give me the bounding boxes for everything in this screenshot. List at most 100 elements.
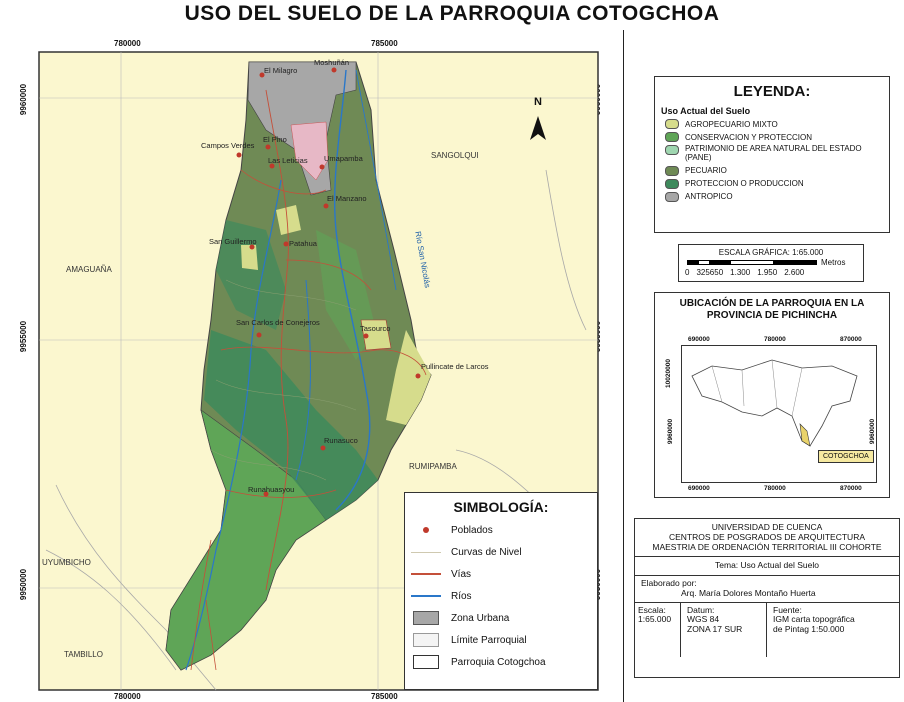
inset-y-tick-10020000: 10020000 bbox=[664, 359, 672, 388]
road bbox=[285, 259, 372, 291]
road bbox=[205, 599, 217, 671]
cotogchoa-location bbox=[799, 423, 811, 447]
x-tick-785000-bottom: 785000 bbox=[371, 692, 398, 701]
simbologia-item-parroquia: Parroquia Cotogchoa bbox=[405, 651, 597, 673]
simbologia-item-limite: Límite Parroquial bbox=[405, 629, 597, 651]
label-el-pino: El Pino bbox=[263, 135, 287, 144]
map-area: 780000 785000 780000 785000 9960000 9955… bbox=[19, 30, 622, 702]
inset-x-tick-780000: 780000 bbox=[764, 336, 786, 343]
protection-zone bbox=[204, 330, 378, 520]
poblado-campos-verdes bbox=[236, 152, 242, 158]
simbologia-title: SIMBOLOGÍA: bbox=[453, 499, 549, 515]
leyenda-item-conservacion: CONSERVACION Y PROTECCION bbox=[665, 132, 889, 142]
poblado-san-carlos bbox=[256, 332, 262, 338]
escala-cell: Escala: 1:65.000 bbox=[635, 602, 681, 657]
tema-row: Tema: Uso Actual del Suelo bbox=[635, 557, 899, 577]
label-tasourco: Tasourco bbox=[360, 324, 391, 333]
institution-block: UNIVERSIDAD DE CUENCA CENTROS DE POSGRAD… bbox=[635, 519, 899, 558]
region-rumipamba: RUMIPAMBA bbox=[409, 462, 457, 471]
road bbox=[220, 346, 427, 376]
inset-x-tick-780000-bottom: 780000 bbox=[764, 485, 786, 492]
poblado-el-manzano bbox=[323, 203, 329, 209]
region-sangolqui: SANGOLQUI bbox=[431, 151, 479, 160]
urban-zone bbox=[290, 121, 329, 181]
x-tick-785000: 785000 bbox=[371, 39, 398, 48]
road bbox=[190, 539, 212, 671]
leyenda-panel: LEYENDA: Uso Actual del Suelo AGROPECUAR… bbox=[654, 76, 890, 233]
inset-x-tick-870000: 870000 bbox=[840, 336, 862, 343]
ubicacion-title: UBICACIÓN DE LA PARROQUIA EN LA PROVINCI… bbox=[679, 298, 865, 321]
region-tambillo: TAMBILLO bbox=[64, 650, 103, 659]
province-outline bbox=[691, 359, 858, 447]
canton-lines bbox=[711, 359, 803, 417]
elaborado-row: Elaborado por: Arq. María Dolores Montañ… bbox=[635, 576, 899, 603]
label-el-manzano: El Manzano bbox=[327, 194, 367, 203]
inset-x-tick-870000-bottom: 870000 bbox=[840, 485, 862, 492]
poblado-el-milagro bbox=[259, 72, 265, 78]
leyenda-item-agropecuario: AGROPECUARIO MIXTO bbox=[665, 119, 889, 129]
label-umapamba: Umapamba bbox=[324, 154, 363, 163]
boundary-line bbox=[545, 169, 587, 331]
agro-zone bbox=[386, 330, 431, 425]
poblado-san-guillermo bbox=[249, 244, 255, 250]
road bbox=[225, 489, 337, 498]
region-uyumbicho: UYUMBICHO bbox=[42, 558, 91, 567]
simbologia-item-curvas: Curvas de Nivel bbox=[405, 541, 597, 563]
agro-zone bbox=[276, 205, 301, 235]
scale-unit: Metros bbox=[821, 258, 846, 267]
poblado-moshunan bbox=[331, 67, 337, 73]
river bbox=[355, 69, 397, 291]
river bbox=[333, 69, 371, 511]
poblado-runahuasyou bbox=[263, 491, 269, 497]
agro-zone bbox=[360, 319, 392, 351]
region-amaguana: AMAGUAÑA bbox=[66, 265, 112, 274]
leyenda-item-antropico: ANTROPICO bbox=[665, 191, 889, 202]
simbologia-item-poblados: Poblados bbox=[405, 519, 597, 541]
conservation-zone bbox=[316, 230, 376, 360]
credits-panel: UNIVERSIDAD DE CUENCA CENTROS DE POSGRAD… bbox=[634, 518, 900, 678]
boundary-line bbox=[55, 484, 217, 691]
contour bbox=[215, 379, 357, 411]
label-las-leticias: Las Leticias bbox=[268, 156, 308, 165]
river bbox=[185, 179, 282, 671]
ubicacion-panel: UBICACIÓN DE LA PARROQUIA EN LA PROVINCI… bbox=[654, 292, 890, 498]
label-patahua: Patahua bbox=[289, 239, 317, 248]
leyenda-item-pane: PATRIMONIO DE AREA NATURAL DEL ESTADO (P… bbox=[665, 144, 889, 163]
poblado-pullincate bbox=[415, 373, 421, 379]
label-el-milagro: El Milagro bbox=[264, 66, 298, 75]
north-label: N bbox=[534, 96, 542, 108]
details-row: Escala: 1:65.000 Datum: WGS 84 ZONA 17 S… bbox=[635, 602, 899, 657]
inset-y-tick-9960000: 9960000 bbox=[667, 418, 675, 445]
escala-title: ESCALA GRÁFICA: 1:65.000 bbox=[718, 248, 824, 257]
inset-x-tick-690000: 690000 bbox=[688, 336, 710, 343]
x-tick-780000: 780000 bbox=[114, 39, 141, 48]
panel-divider bbox=[623, 30, 624, 702]
boundary-line bbox=[45, 549, 177, 671]
agro-zone bbox=[241, 245, 258, 270]
north-arrow bbox=[530, 116, 546, 140]
simbologia-item-vias: Vías bbox=[405, 563, 597, 585]
leyenda-title: LEYENDA: bbox=[733, 83, 811, 100]
label-campos-verdes: Campos Verdes bbox=[201, 141, 255, 150]
leyenda-subtitle: Uso Actual del Suelo bbox=[661, 106, 751, 116]
scale-bar bbox=[687, 260, 817, 265]
fuente-cell: Fuente: IGM carta topográfica de Pintag … bbox=[773, 604, 855, 635]
road bbox=[240, 169, 327, 195]
river bbox=[295, 279, 311, 481]
datum-cell: Datum: WGS 84 ZONA 17 SUR bbox=[681, 602, 767, 657]
poblado-umapamba bbox=[319, 164, 325, 170]
poblado-el-pino bbox=[265, 144, 271, 150]
map-title: USO DEL SUELO DE LA PARROQUIA COTOGCHOA bbox=[184, 2, 720, 25]
poblado-runasuco bbox=[320, 445, 326, 451]
inset-x-tick-690000-bottom: 690000 bbox=[688, 485, 710, 492]
simbologia-item-rios: Ríos bbox=[405, 585, 597, 607]
inset-y-tick-9960000-right: 9960000 bbox=[869, 418, 877, 445]
poblado-tasourco bbox=[363, 333, 369, 339]
simbologia-panel: SIMBOLOGÍA: Poblados Curvas de Nivel Vía… bbox=[404, 492, 598, 690]
label-san-guillermo: San Guillermo bbox=[209, 237, 257, 246]
leyenda-item-proteccion: PROTECCION O PRODUCCION bbox=[665, 178, 889, 189]
cotogchoa-inset-label: COTOGCHOA bbox=[818, 450, 874, 463]
label-pullincate: Pullincate de Larcos bbox=[421, 362, 489, 371]
